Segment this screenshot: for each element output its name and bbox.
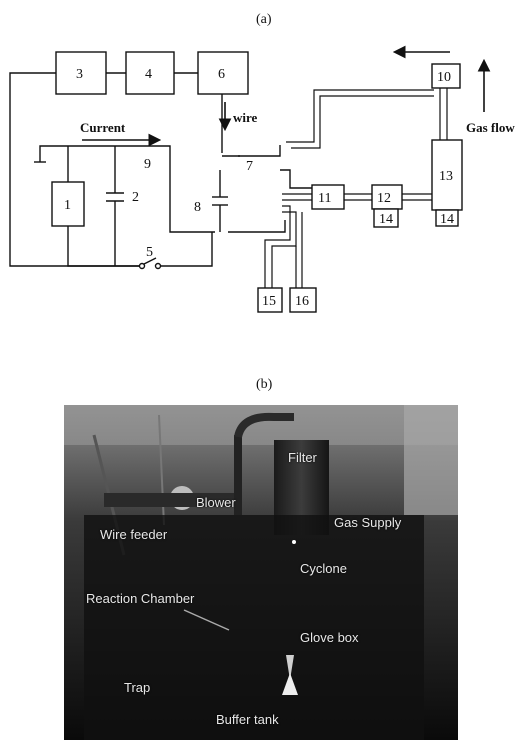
- component-number: 15: [262, 294, 276, 309]
- wire-label: wire: [233, 110, 258, 125]
- component-number: 2: [132, 190, 139, 205]
- component-number: 16: [295, 294, 309, 309]
- component-number: 5: [146, 245, 153, 260]
- component-number: 11: [318, 191, 331, 206]
- component-number: 3: [76, 67, 83, 82]
- photo-label-gas-supply: Gas Supply: [334, 515, 401, 530]
- component-number: 12: [377, 191, 391, 206]
- photo-label-buffer-tank: Buffer tank: [216, 712, 279, 727]
- component-number: 14: [379, 212, 393, 227]
- panel-b-label: (b): [256, 377, 272, 393]
- component-number: 8: [194, 200, 201, 215]
- component-number: 6: [218, 67, 225, 82]
- photo-label-filter: Filter: [288, 450, 317, 465]
- photo-label-cyclone: Cyclone: [300, 561, 347, 576]
- photo-label-trap: Trap: [124, 680, 150, 695]
- photo-label-wire-feeder: Wire feeder: [100, 527, 167, 542]
- schematic-diagram: 1 2 3 4 5 6 7 8 9 10 11 12 13 14 14 15 1…: [0, 0, 524, 330]
- current-label: Current: [80, 120, 126, 135]
- photo-label-reaction-chamber: Reaction Chamber: [86, 591, 194, 606]
- component-number: 13: [439, 169, 453, 184]
- component-number: 9: [144, 157, 151, 172]
- apparatus-photo: Filter Blower Wire feeder Gas Supply Cyc…: [64, 405, 458, 740]
- component-number: 14: [440, 212, 454, 227]
- component-number: 1: [64, 198, 71, 213]
- gas-flow-label: Gas flow: [466, 120, 515, 135]
- component-number: 10: [437, 70, 451, 85]
- component-number: 4: [145, 67, 152, 82]
- photo-label-blower: Blower: [196, 495, 236, 510]
- photo-label-glove-box: Glove box: [300, 630, 359, 645]
- component-number: 7: [246, 159, 253, 174]
